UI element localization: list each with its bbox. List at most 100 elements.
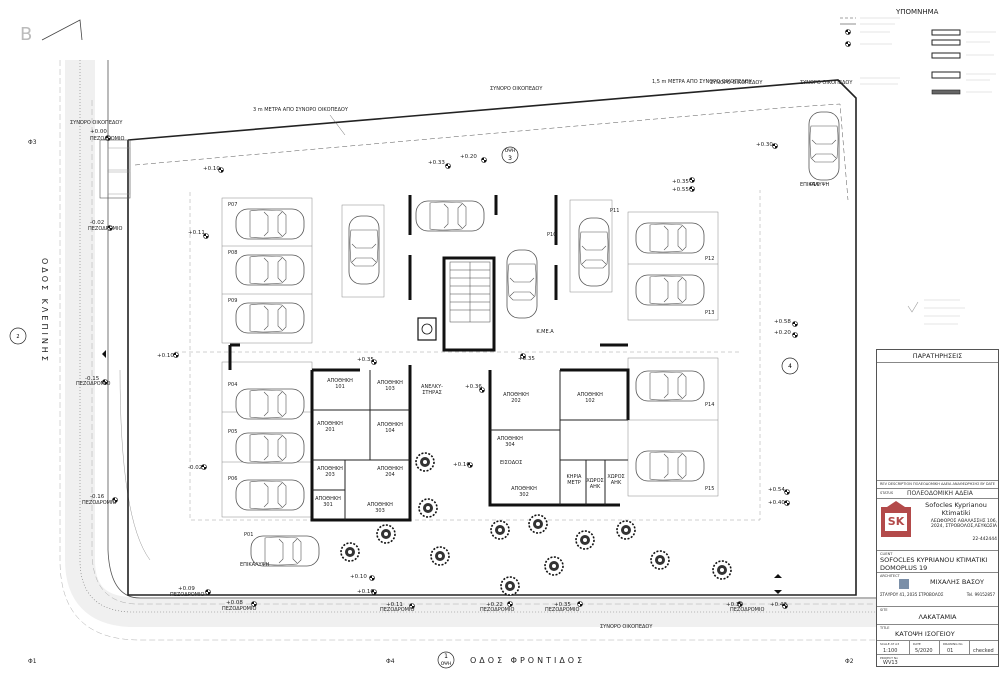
tree-icon — [340, 542, 360, 562]
tree-icon — [712, 560, 732, 580]
company-row: SK Sofocles Kyprianou Ktimatiki ΛΕΩΦΟΡΟΣ… — [877, 498, 998, 550]
svg-text:Ρ05: Ρ05 — [228, 429, 237, 435]
tree-icon — [376, 524, 396, 544]
parking-car — [235, 432, 305, 464]
svg-text:-0.02: -0.02 — [188, 465, 202, 471]
parking-car — [235, 302, 305, 334]
svg-text:4: 4 — [788, 363, 792, 370]
parking-car — [635, 450, 705, 482]
svg-text:+0.11: +0.11 — [386, 602, 403, 608]
svg-text:Ρ06: Ρ06 — [228, 476, 237, 482]
title-block: ΠΑΡΑΤΗΡΗΣΕΙΣ REV DESCRIPTION ΠΟΛΕΟΔΟΜΙΚΗ… — [876, 349, 999, 667]
svg-text:Ρ14: Ρ14 — [705, 402, 714, 408]
svg-text:-0.15: -0.15 — [85, 376, 100, 382]
svg-text:+0.20: +0.20 — [460, 154, 477, 160]
svg-text:Ρ08: Ρ08 — [228, 250, 237, 256]
tree-icon — [418, 498, 438, 518]
plot-boundary — [127, 79, 857, 596]
parking-car — [578, 217, 610, 287]
tree-icon — [500, 576, 520, 596]
company-logo: SK — [881, 501, 911, 537]
remarks-header: ΠΑΡΑΤΗΡΗΣΕΙΣ — [877, 350, 998, 363]
svg-text:Ρ07: Ρ07 — [228, 202, 237, 208]
svg-text:+0.08: +0.08 — [226, 600, 243, 606]
svg-text:ΟΨΗ: ΟΨΗ — [441, 661, 451, 667]
svg-text:+0.10: +0.10 — [350, 574, 367, 580]
svg-text:+0.20: +0.20 — [774, 330, 791, 336]
legend-title: ΥΠΟΜΝΗΜΑ — [896, 8, 939, 16]
tree-icon — [544, 556, 564, 576]
view-marker-1: 1 ΟΨΗ — [437, 651, 455, 669]
direction-marker-icon — [102, 350, 782, 594]
stair — [449, 261, 491, 323]
svg-text:ΕΙΣΟΔΟΣ: ΕΙΣΟΔΟΣ — [500, 460, 522, 466]
svg-text:+0.58: +0.58 — [774, 319, 791, 325]
svg-text:+0.35: +0.35 — [357, 357, 374, 363]
view-marker-3: ΟΨΗ 3 — [501, 146, 519, 164]
svg-text:ΠΕΖΟΔΡΟΜΙΟ: ΠΕΖΟΔΡΟΜΙΟ — [380, 607, 414, 613]
corner-label: Φ2 — [845, 658, 854, 665]
north-arrow-icon — [41, 19, 83, 41]
svg-text:+0.10: +0.10 — [357, 589, 374, 595]
svg-text:+0.09: +0.09 — [178, 586, 195, 592]
parking-car — [808, 111, 840, 181]
svg-text:+0.36: +0.36 — [465, 384, 482, 390]
status-row: STATUS ΠΟΛΕΟΔΟΜΙΚΗ ΑΔΕΙΑ — [877, 488, 998, 498]
street-south: ΟΔΟΣ ΦΡΟΝΤΙΔΟΣ — [470, 656, 585, 665]
svg-text:ΠΕΖΟΔΡΟΜΙΟ: ΠΕΖΟΔΡΟΜΙΟ — [82, 500, 116, 506]
north-mark-b: B — [20, 24, 32, 45]
boundary-label-north: ΣΥΝΟΡΟ ΟΙΚΟΠΕΔΟΥ — [490, 86, 543, 92]
legend — [840, 17, 996, 325]
boundary-label-nw: ΣΥΝΟΡΟ ΟΙΚΟΠΕΔΟΥ — [70, 120, 123, 126]
svg-text:Ρ10: Ρ10 — [547, 232, 556, 238]
svg-text:1: 1 — [444, 653, 448, 660]
svg-text:Ρ04: Ρ04 — [228, 382, 237, 388]
client-row: CLIENT SOFOCLES KYPRIANOU KTIMATIKI DOMO… — [877, 550, 998, 572]
svg-text:Ρ11: Ρ11 — [610, 208, 619, 214]
parking-car — [635, 370, 705, 402]
svg-text:Ρ09: Ρ09 — [228, 298, 237, 304]
corner-label: Φ1 — [28, 658, 37, 665]
tree-icon — [575, 530, 595, 550]
boundary-label-ne: ΣΥΝΟΡΟ ΟΙΚΟΠΕΔΟΥ — [800, 80, 853, 86]
svg-text:+0.10: +0.10 — [203, 166, 220, 172]
svg-text:Ρ15: Ρ15 — [705, 486, 714, 492]
parking-car — [506, 249, 538, 319]
corner-label: Φ3 — [28, 139, 37, 146]
svg-text:+0.10: +0.10 — [453, 462, 470, 468]
scale-row: SCALE AT A3 1:100 DATE 5/2020 DRAWING No… — [877, 640, 998, 655]
svg-text:+0.33: +0.33 — [428, 160, 445, 166]
svg-text:ΠΕΖΟΔΡΟΜΙΟ: ΠΕΖΟΔΡΟΜΙΟ — [76, 381, 110, 387]
parking-car — [235, 388, 305, 420]
steps-note: ΕΠΙΚΑΛΥΨΗ — [240, 562, 270, 568]
svg-text:+0.43: +0.43 — [770, 602, 787, 608]
svg-text:Ρ16: Ρ16 — [810, 182, 819, 188]
parking-labels: Ρ07 Ρ08 Ρ09 Ρ04 Ρ05 Ρ06 Ρ01 Ρ10 Ρ11 Ρ12 … — [228, 182, 819, 538]
tree-icon — [430, 546, 450, 566]
svg-text:+0.35: +0.35 — [518, 356, 535, 362]
parking-car — [415, 200, 485, 232]
setback-label-1-5m: 1,5 m ΜΕΤΡΑ ΑΠΟ ΣΥΝΟΡΟ ΟΙΚΟΠΕΔΟΥ — [652, 79, 753, 85]
pavement-labels: ΠΕΖΟΔΡΟΜΙΟ ΠΕΖΟΔΡΟΜΙΟ ΠΕΖΟΔΡΟΜΙΟ ΠΕΖΟΔΡΟ… — [76, 136, 764, 613]
svg-text:ΠΕΖΟΔΡΟΜΙΟ: ΠΕΖΟΔΡΟΜΙΟ — [90, 136, 124, 142]
boundary-label-north2: ΣΥΝΟΡΟ ΟΙΚΟΠΕΔΟΥ — [710, 80, 763, 86]
architect-row: ARCHITECT ΜΙΧΑΛΗΣ ΒΑΣΟΥ ΣΤΑΥΡΟΥ 41, 2035… — [877, 572, 998, 600]
tree-icon — [528, 514, 548, 534]
svg-text:+0.11: +0.11 — [188, 230, 205, 236]
parking-car — [235, 254, 305, 286]
svg-text:+0.10: +0.10 — [157, 353, 174, 359]
svg-text:+0.54: +0.54 — [768, 487, 785, 493]
svg-text:Ρ13: Ρ13 — [705, 310, 714, 316]
revision-row: REV DESCRIPTION ΠΟΛΕΟΔΟΜΙΚΗ ΑΔΕΙΑ ΑΝΑΘΕΩ… — [877, 480, 998, 488]
svg-text:2: 2 — [16, 334, 19, 340]
